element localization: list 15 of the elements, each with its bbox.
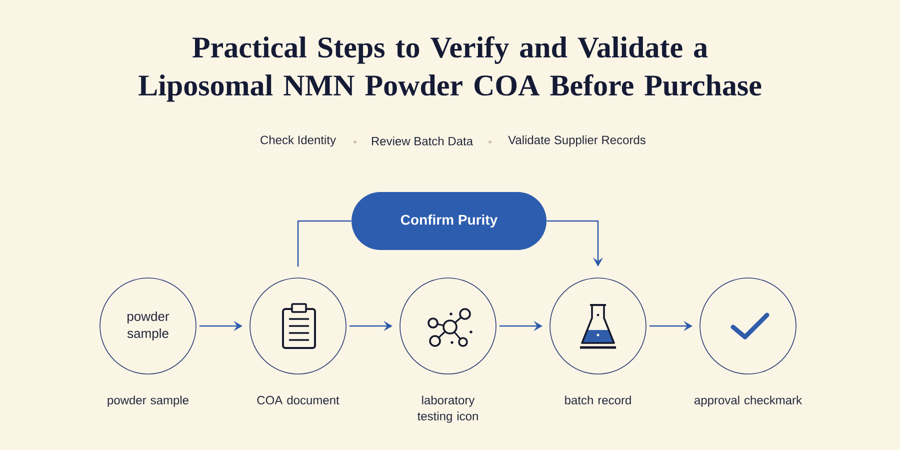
step-caption: COA document bbox=[257, 396, 340, 404]
step-circle bbox=[700, 278, 796, 374]
connector-line bbox=[297, 220, 352, 267]
step-caption: laboratory testing icon bbox=[418, 396, 478, 423]
subtitle-item: Review Batch Data bbox=[372, 136, 473, 146]
subtitle-item: Check Identity bbox=[260, 135, 336, 147]
step-caption: powder sample bbox=[108, 396, 188, 407]
step-caption: approval checkmark bbox=[694, 396, 802, 407]
step-caption: batch record bbox=[565, 396, 631, 404]
title: Practical Steps to Verify and Validate a Liposomal NMN Powder COA Before Purchase bbox=[138, 36, 762, 102]
step-circle bbox=[550, 278, 646, 374]
step-circle bbox=[250, 278, 346, 374]
step-circle bbox=[400, 278, 496, 374]
process-pill: Confirm Purity bbox=[352, 192, 546, 250]
subtitle-item: Validate Supplier Records bbox=[508, 135, 646, 147]
